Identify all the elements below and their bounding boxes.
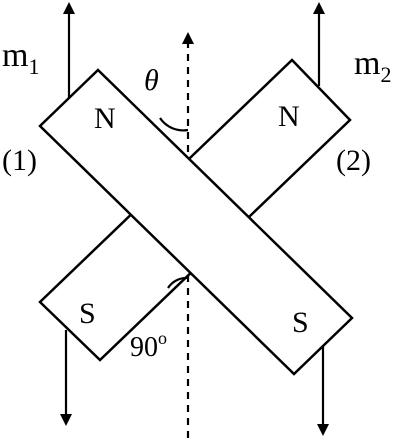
m2-label: m2 <box>354 45 391 87</box>
magnet-2-south-pole: S <box>79 297 96 330</box>
magnet-1-north-pole: N <box>94 102 116 135</box>
magnet-1-south-pole: S <box>292 306 309 339</box>
magnet-1-body <box>38 68 354 376</box>
magnet-2-north-pole: N <box>278 100 300 133</box>
magnet-1 <box>38 2 354 436</box>
magnet-2-label: (2) <box>336 144 371 177</box>
magnet-1-label: (1) <box>2 144 37 177</box>
theta-label: θ <box>144 64 159 97</box>
right-angle-arc <box>167 276 189 289</box>
m1-label: m1 <box>2 37 39 79</box>
right-angle-label: 90o <box>130 328 167 363</box>
theta-angle-arc <box>159 117 189 132</box>
